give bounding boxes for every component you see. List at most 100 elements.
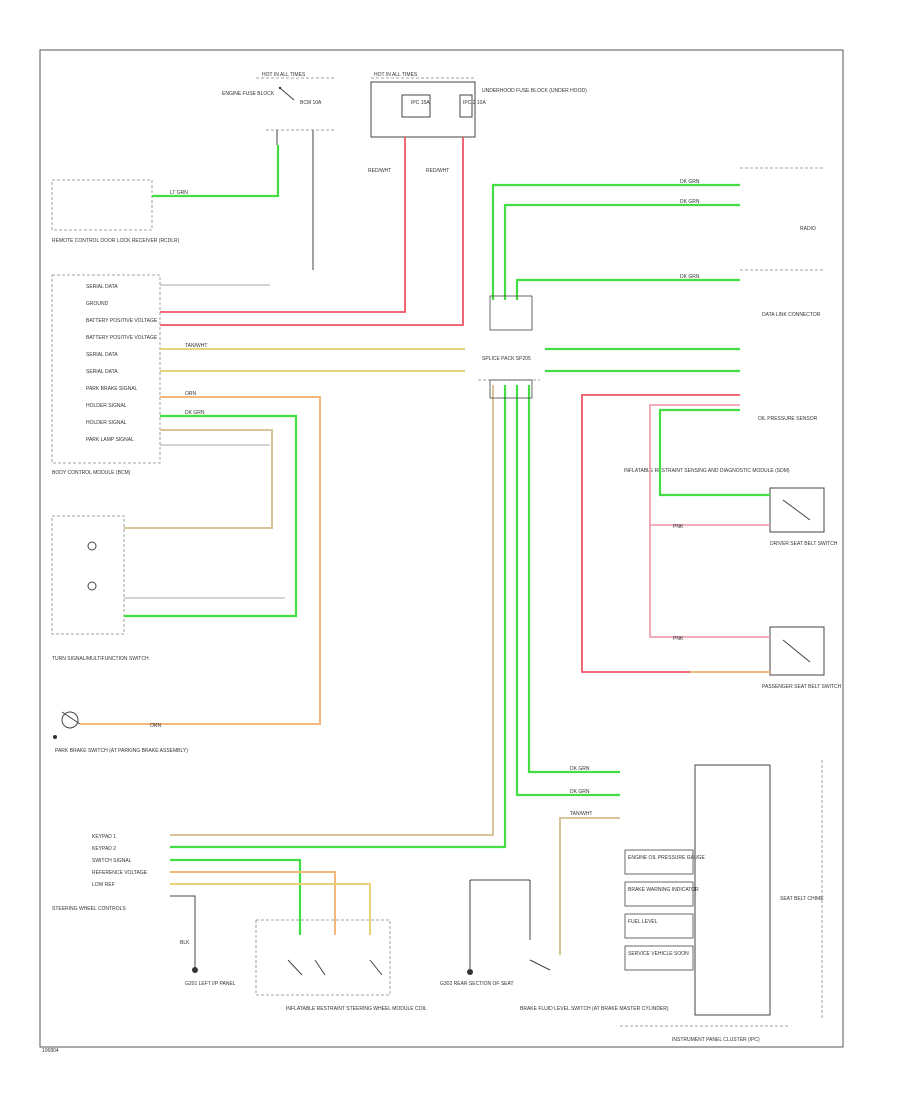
bcm-pin-label: SERIAL DATA: [86, 284, 118, 290]
fuse-left-header: HOT IN ALL TIMES: [262, 72, 306, 78]
wire-tan-ts: [124, 429, 273, 529]
wl-orn: ORN: [185, 391, 197, 397]
center-splice: SPLICE PACK SP205: [478, 356, 540, 381]
wire-steer-orn: [170, 871, 336, 935]
wl-pnk: PNK: [673, 524, 684, 530]
bcm-module: BODY CONTROL MODULE (BCM): [51, 274, 161, 476]
wire-rcdlr-power: [152, 145, 280, 198]
steering-pin-list: KEYPAD 1 KEYPAD 2 SWITCH SIGNAL REFERENCE V…: [92, 834, 148, 888]
srs-label: INFLATABLE RESTRAINT SENSING AND DIAGNOS…: [624, 468, 790, 474]
wire-red-1: [160, 137, 406, 313]
fuse-right-1: IPC 15A: [411, 100, 430, 106]
passenger-belt-switch: PASSENGER SEAT BELT SWITCH: [762, 626, 842, 690]
srs-module: INFLATABLE RESTRAINT SENSING AND DIAGNOS…: [624, 416, 818, 474]
ipc-block-label: SERVICE VEHICLE SOON: [628, 951, 689, 957]
steering-pin-label: KEYPAD 2: [92, 846, 116, 852]
ipc-block: [624, 849, 694, 875]
splice-bottom: [489, 379, 533, 399]
rcdlr-label: REMOTE CONTROL DOOR LOCK RECEIVER (RCDLR…: [52, 238, 180, 244]
steering-pin-label: SWITCH SIGNAL: [92, 858, 132, 864]
data-link-module: DATA LINK CONNECTOR: [740, 269, 825, 318]
wire-steer-grn: [170, 858, 302, 935]
footer-title: INSTRUMENT PANEL CLUSTER (IPC): [672, 1037, 760, 1043]
bcm-pin-label: SERIAL DATA: [86, 369, 118, 375]
steering-pin-label: KEYPAD 1: [92, 834, 116, 840]
wire-red-2: [160, 137, 464, 326]
ipc-block-label: ENGINE OIL PRESSURE GAUGE: [628, 855, 705, 861]
turn-signal-switch: TURN SIGNAL/MULTIFUNCTION SWITCH: [51, 515, 149, 662]
bcm-pin-label: BATTERY POSITIVE VOLTAGE: [86, 335, 158, 341]
driver-belt-switch: DRIVER SEAT BELT SWITCH: [769, 487, 838, 547]
wl-tan-wht: TAN/WHT: [185, 343, 207, 349]
bcm-pin-label: PARK LAMP SIGNAL: [86, 437, 134, 443]
wl-blk: BLK: [180, 940, 190, 946]
wire-park-brake: [80, 396, 321, 725]
wl-red-wht-2: RED/WHT: [426, 168, 449, 174]
wl-tan-wht-2: TAN/WHT: [570, 811, 592, 817]
wl-dk-grn-1: DK GRN: [680, 179, 700, 185]
ipc-block: [624, 881, 694, 907]
brake-fluid-switch: G302 REAR SECTION OF SEAT BRAKE FLUID LE…: [440, 879, 669, 1012]
diagram-frame: [39, 49, 844, 1048]
wire-bundle-tan: [170, 385, 494, 836]
wire-brake-fluid: [559, 817, 620, 955]
clockspring-label: INFLATABLE RESTRAINT STEERING WHEEL MODU…: [286, 1006, 427, 1012]
wire-pink-srs: [649, 404, 770, 638]
bcm-pin-label: SERIAL DATA: [86, 352, 118, 358]
park-brake-switch: PARK BRAKE SWITCH (AT PARKING BRAKE ASSE…: [53, 711, 188, 754]
turn-signal-label: TURN SIGNAL/MULTIFUNCTION SWITCH: [52, 656, 149, 662]
steering-pin-label: REFERENCE VOLTAGE: [92, 870, 148, 876]
ipc-block: [624, 913, 694, 939]
wires: [80, 137, 770, 955]
wire-bundle-grn-2: [515, 385, 620, 797]
splice-label: SPLICE PACK SP205: [482, 356, 531, 362]
splice-top: [489, 295, 533, 331]
wire-radio-1: [491, 183, 740, 300]
wl-orn-2: ORN: [150, 723, 162, 729]
wl-red-wht-1: RED/WHT: [368, 168, 391, 174]
diagram-id: 106804: [42, 1048, 59, 1054]
fuse-right-2: IPC 2 10A: [463, 100, 486, 106]
wire-bundle-grn-1: [170, 385, 507, 849]
bcm-pin-label: HOLDER SIGNAL: [86, 403, 127, 409]
passenger-belt-label: PASSENGER SEAT BELT SWITCH: [762, 684, 842, 690]
steering-pin-label: LOW REF: [92, 882, 115, 888]
oil-pressure-label: OIL PRESSURE SENSOR: [758, 416, 818, 422]
wire-label-group: LT GRN RED/WHT RED/WHT DK GRN DK GRN DK …: [150, 168, 700, 946]
bcm-pin-label: PARK BRAKE SIGNAL: [86, 386, 138, 392]
g201-label: G201 LEFT I/P PANEL: [185, 981, 236, 987]
driver-belt-label: DRIVER SEAT BELT SWITCH: [770, 541, 838, 547]
chime-label: SEAT BELT CHIME: [780, 896, 824, 902]
steering-controls: STEERING WHEEL CONTROLS: [52, 906, 126, 912]
fuse-block-left: HOT IN ALL TIMES ENGINE FUSE BLOCK BCM 1…: [222, 72, 336, 145]
bcm-pin-label: HOLDER SIGNAL: [86, 420, 127, 426]
g201-ground: G201 LEFT I/P PANEL: [185, 900, 236, 987]
wl-lt-grn: LT GRN: [170, 190, 188, 196]
wire-bundle-grn-3: [527, 385, 620, 774]
ipc-module: INSTRUMENT PANEL CLUSTER (IPC) SEAT BELT…: [620, 760, 824, 1043]
wl-dk-grn-2: DK GRN: [680, 199, 700, 205]
steering-controls-label: STEERING WHEEL CONTROLS: [52, 906, 126, 912]
park-brake-label: PARK BRAKE SWITCH (AT PARKING BRAKE ASSE…: [55, 748, 188, 754]
wire-steer-yl: [170, 883, 371, 935]
seat-ground-label: G302 REAR SECTION OF SEAT: [440, 981, 514, 987]
fuse-right-header: HOT IN ALL TIMES: [374, 72, 418, 78]
rcdlr-module: REMOTE CONTROL DOOR LOCK RECEIVER (RCDLR…: [51, 179, 180, 244]
wire-steer-blk: [170, 895, 196, 900]
wl-dk-grn-6: DK GRN: [570, 789, 590, 795]
wire-driver-belt: [658, 408, 770, 497]
wl-dk-grn-3: DK GRN: [680, 274, 700, 280]
wire-dlc: [515, 278, 740, 300]
radio-module: RADIO: [740, 167, 825, 232]
fuse-left-block-label: ENGINE FUSE BLOCK: [222, 91, 275, 97]
wl-pnk-2: PNK: [673, 636, 684, 642]
wire-radio-2: [503, 203, 740, 300]
fuse-block-right: HOT IN ALL TIMES IPC 15A IPC 2 10A UNDER…: [370, 72, 587, 138]
data-link-label: DATA LINK CONNECTOR: [762, 312, 821, 318]
wl-dk-grn-4: DK GRN: [185, 410, 205, 416]
ipc-block-label: FUEL LEVEL: [628, 919, 658, 925]
bcm-pin-label: BATTERY POSITIVE VOLTAGE: [86, 318, 158, 324]
